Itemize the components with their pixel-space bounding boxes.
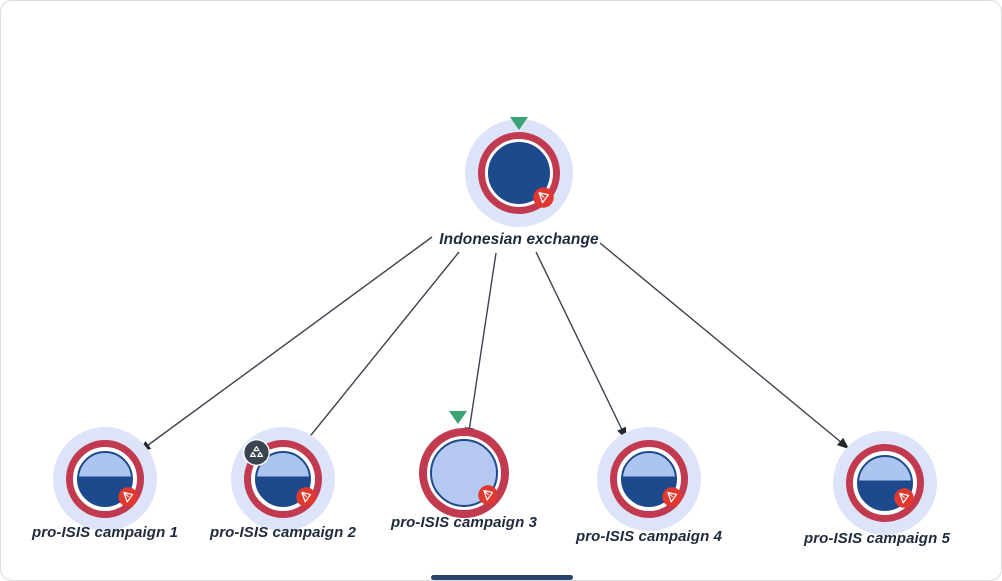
tron-alert-badge-icon: [894, 488, 914, 508]
edge-root-to-campaign1[interactable]: [138, 236, 433, 452]
node-label[interactable]: pro-ISIS campaign 2: [209, 524, 357, 541]
node-label[interactable]: pro-ISIS campaign 1: [31, 524, 179, 541]
tron-alert-badge-icon: [118, 487, 138, 507]
bottom-scroll-indicator[interactable]: [431, 575, 573, 580]
tron-alert-badge-icon: [533, 187, 554, 208]
node-indonesian-exchange[interactable]: Indonesian exchange: [439, 117, 599, 248]
node-label[interactable]: Indonesian exchange: [439, 231, 599, 248]
tron-alert-badge-icon: [296, 487, 316, 507]
tron-alert-badge-icon: [478, 485, 498, 505]
green-down-triangle-icon: [510, 117, 528, 130]
risk-ring[interactable]: [478, 132, 560, 214]
node-label[interactable]: pro-ISIS campaign 3: [390, 514, 538, 531]
node-circle: [488, 142, 550, 204]
edge-root-to-campaign4[interactable]: [535, 251, 627, 440]
edge-root-to-campaign2[interactable]: [301, 251, 460, 447]
green-down-triangle-icon: [449, 411, 467, 424]
node-pro-isis-campaign-5[interactable]: pro-ISIS campaign 5: [804, 431, 950, 547]
edge-root-to-campaign5[interactable]: [599, 242, 850, 450]
node-pro-isis-campaign-1[interactable]: pro-ISIS campaign 1: [32, 427, 178, 541]
node-pro-isis-campaign-4[interactable]: pro-ISIS campaign 4: [576, 427, 722, 545]
edge-root-to-campaign3[interactable]: [464, 252, 497, 440]
risk-ring[interactable]: [846, 444, 924, 522]
node-label[interactable]: pro-ISIS campaign 5: [803, 530, 951, 547]
cluster-badge-icon: [243, 439, 270, 466]
node-pro-isis-campaign-2[interactable]: pro-ISIS campaign 2: [210, 427, 356, 541]
node-label[interactable]: pro-ISIS campaign 4: [575, 528, 723, 545]
tron-alert-badge-icon: [662, 487, 682, 507]
node-pro-isis-campaign-3[interactable]: pro-ISIS campaign 3: [391, 411, 537, 531]
